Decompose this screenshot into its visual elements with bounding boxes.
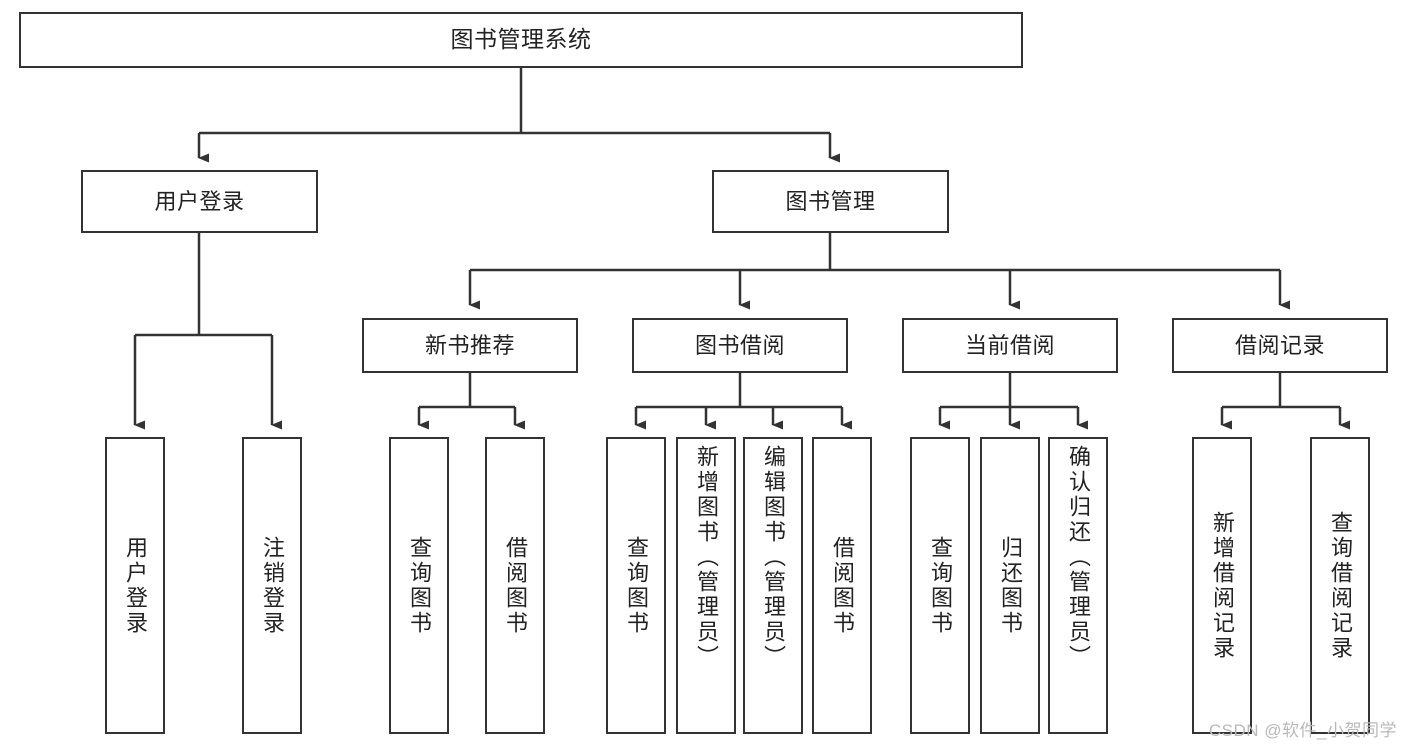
node-label: 借阅记录 bbox=[1234, 332, 1325, 358]
node-root-book-management-system[interactable]: 图书管理系统 bbox=[19, 12, 1023, 68]
leaf-borrow-query-book[interactable]: 查询图书 bbox=[606, 437, 666, 734]
node-new-book-recommend[interactable]: 新书推荐 bbox=[362, 318, 578, 373]
node-label: 查询图书 bbox=[624, 535, 649, 636]
node-label: 新增图书（管理员） bbox=[694, 445, 719, 670]
node-label: 图书管理系统 bbox=[450, 26, 592, 53]
leaf-borrow-borrow-book[interactable]: 借阅图书 bbox=[812, 437, 872, 734]
leaf-record-query-record[interactable]: 查询借阅记录 bbox=[1310, 437, 1370, 734]
node-book-borrow[interactable]: 图书借阅 bbox=[632, 318, 848, 373]
leaf-user-login-logout[interactable]: 注销登录 bbox=[242, 437, 302, 734]
node-label: 借阅图书 bbox=[830, 535, 855, 636]
leaf-current-confirm-return-admin[interactable]: 确认归还（管理员） bbox=[1048, 437, 1108, 734]
node-label: 用户登录 bbox=[154, 188, 245, 214]
node-label: 图书借阅 bbox=[694, 332, 785, 358]
leaf-recommend-borrow-book[interactable]: 借阅图书 bbox=[485, 437, 545, 734]
node-label: 归还图书 bbox=[998, 535, 1023, 636]
node-user-login[interactable]: 用户登录 bbox=[81, 170, 318, 233]
node-label: 查询图书 bbox=[407, 535, 432, 636]
node-label: 确认归还（管理员） bbox=[1066, 445, 1091, 670]
csdn-watermark: CSDN @软件_小贺同学 bbox=[1208, 721, 1397, 740]
node-label: 借阅图书 bbox=[503, 535, 528, 636]
leaf-current-return-book[interactable]: 归还图书 bbox=[980, 437, 1040, 734]
node-label: 用户登录 bbox=[123, 535, 148, 636]
node-book-management[interactable]: 图书管理 bbox=[712, 170, 949, 233]
node-label: 注销登录 bbox=[260, 535, 285, 636]
node-current-borrow[interactable]: 当前借阅 bbox=[902, 318, 1118, 373]
node-borrow-record[interactable]: 借阅记录 bbox=[1172, 318, 1388, 373]
leaf-current-query-book[interactable]: 查询图书 bbox=[910, 437, 970, 734]
leaf-record-add-record[interactable]: 新增借阅记录 bbox=[1192, 437, 1252, 734]
node-label: 新书推荐 bbox=[424, 332, 515, 358]
leaf-borrow-add-book-admin[interactable]: 新增图书（管理员） bbox=[676, 437, 736, 734]
node-label: 编辑图书（管理员） bbox=[761, 445, 786, 670]
node-label: 查询借阅记录 bbox=[1328, 510, 1353, 661]
node-label: 当前借阅 bbox=[964, 332, 1055, 358]
node-label: 图书管理 bbox=[785, 188, 876, 214]
leaf-borrow-edit-book-admin[interactable]: 编辑图书（管理员） bbox=[743, 437, 803, 734]
node-label: 新增借阅记录 bbox=[1210, 510, 1235, 661]
leaf-recommend-query-book[interactable]: 查询图书 bbox=[389, 437, 449, 734]
leaf-user-login-login[interactable]: 用户登录 bbox=[105, 437, 165, 734]
node-label: 查询图书 bbox=[928, 535, 953, 636]
